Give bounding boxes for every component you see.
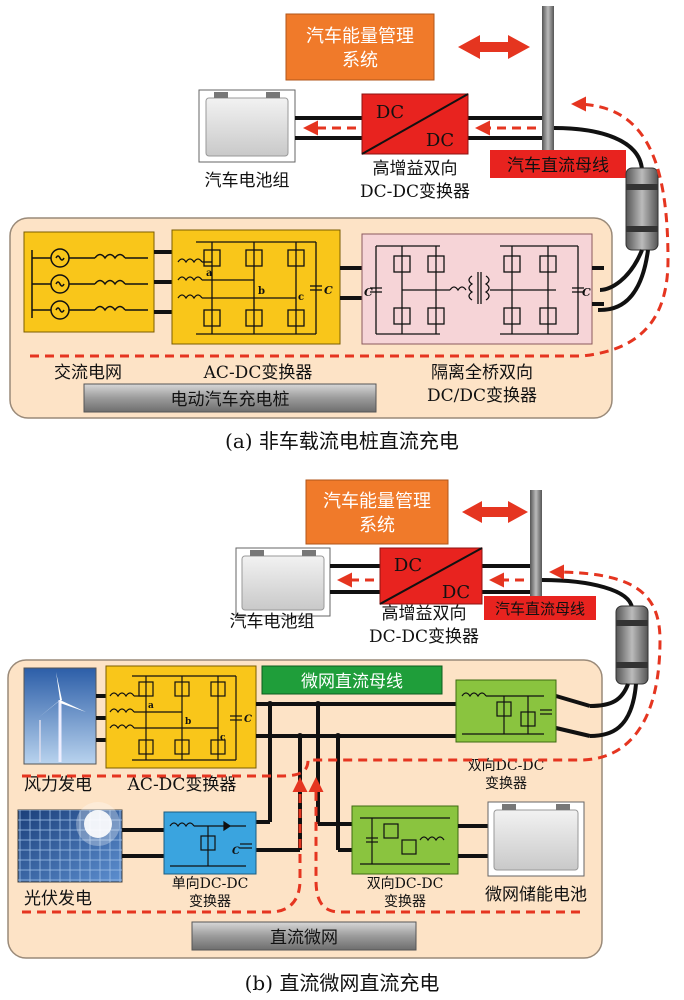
station-label-bar-a (83, 383, 377, 413)
cap-c-uni: C (232, 846, 240, 857)
caption-b: (b) 直流微网直流充电 (245, 971, 440, 995)
microgrid-label-bar (191, 921, 417, 951)
ems-label-a-1: 汽车能量管理 (306, 26, 414, 47)
cap-c-iso-left-a: C (364, 286, 373, 299)
hg-dcdc-label-a-2: DC-DC变换器 (360, 182, 470, 202)
dcdc-bottom-b: DC (442, 582, 470, 603)
dcdc-bottom-a: DC (426, 130, 454, 151)
vehicle-bus-pole-b (530, 490, 542, 612)
vehicle-bus-label-b: 汽车直流母线 (495, 600, 585, 618)
isolated-label-a-2: DC/DC变换器 (427, 386, 537, 406)
hg-dcdc-box-b: DC DC (379, 547, 483, 605)
uni-dcdc-label-1: 单向DC-DC (172, 876, 249, 892)
pv-label: 光伏发电 (24, 889, 92, 909)
microgrid-label: 直流微网 (270, 928, 338, 948)
cap-c-acdc-b: C (244, 714, 252, 725)
micro-bus-label: 微网直流母线 (301, 672, 403, 692)
acdc-label-a: AC-DC变换器 (203, 363, 313, 383)
vehicle-battery-a (198, 89, 296, 163)
node-a-a: a (206, 268, 213, 279)
dcdc-top-a: DC (376, 102, 404, 123)
ems-bus-double-arrow-a (458, 35, 530, 59)
hg-dcdc-label-a-1: 高增益双向 (373, 159, 458, 179)
energy-flow-main-a (30, 96, 670, 358)
ems-label-b-1: 汽车能量管理 (323, 491, 431, 512)
bi-dcdc-top-label-2: 变换器 (485, 775, 527, 792)
node-a-b: a (148, 701, 154, 711)
hg-dcdc-label-b-1: 高增益双向 (382, 604, 467, 624)
bi-dcdc-top-label-1: 双向DC-DC (468, 758, 545, 774)
vehicle-battery-label-b: 汽车电池组 (230, 612, 315, 632)
ems-box-a: 汽车能量管理 系统 (285, 13, 435, 81)
ac-grid-label: 交流电网 (54, 363, 122, 383)
acdc-label-b: AC-DC变换器 (127, 775, 237, 795)
ac-grid-box (23, 231, 155, 333)
wind-label: 风力发电 (24, 775, 92, 795)
node-b-b: b (185, 717, 191, 727)
isolated-dcdc-box-a: C C (361, 233, 593, 345)
ems-label-a-2: 系统 (342, 50, 378, 71)
wind-turbine-image (23, 667, 97, 765)
hg-dcdc-box-a: DC DC (361, 93, 469, 155)
dcdc-top-b: DC (394, 555, 422, 576)
bi-dcdc-bottom-box (351, 805, 459, 875)
vehicle-bus-pole-a (542, 6, 554, 178)
panel-a: 汽车能量管理 系统 汽车电池组 DC DC 高增益双向 DC (9, 6, 670, 453)
storage-label: 微网储能电池 (485, 885, 587, 905)
vehicle-bus-label-a: 汽车直流母线 (507, 156, 609, 176)
panel-b: 汽车能量管理 系统 汽车电池组 DC DC 高增益双向 DC-DC变换器 汽车直… (7, 479, 662, 995)
hg-dcdc-label-b-2: DC-DC变换器 (369, 627, 479, 647)
storage-battery (487, 801, 585, 877)
ems-bus-double-arrow-b (462, 501, 528, 523)
caption-a: (a) 非车载流电桩直流充电 (225, 429, 459, 453)
cap-c-iso-right-a: C (582, 286, 591, 299)
battery-converter-wires-a (295, 116, 542, 140)
uni-dcdc-label-2: 变换器 (189, 893, 231, 910)
ems-label-b-2: 系统 (359, 515, 395, 536)
vehicle-battery-b (235, 547, 331, 617)
vehicle-battery-label-a: 汽车电池组 (205, 171, 290, 191)
bi-dcdc-top-box (455, 679, 557, 743)
node-c-b: c (220, 733, 226, 743)
bi-dcdc-bottom-label-2: 变换器 (384, 893, 426, 910)
energy-flow-paths-b (22, 564, 662, 914)
cap-c-acdc-a: C (324, 284, 333, 297)
acdc-converter-box-a: a b c C (171, 229, 341, 345)
charging-plug-b (541, 578, 649, 685)
acdc-converter-box-b: a b c C (105, 665, 257, 769)
node-b-a: b (258, 286, 265, 297)
node-c-a: c (298, 292, 304, 303)
isolated-label-a-1: 隔离全桥双向 (431, 363, 533, 383)
station-label-a: 电动汽车充电桩 (171, 390, 290, 410)
charging-plug-a (553, 126, 659, 251)
battery-converter-wires-b (330, 564, 530, 594)
pv-panel-image (17, 802, 123, 883)
ems-box-b: 汽车能量管理 系统 (305, 479, 449, 545)
uni-dcdc-box: C (163, 811, 257, 875)
bi-dcdc-bottom-label-1: 双向DC-DC (367, 876, 444, 892)
